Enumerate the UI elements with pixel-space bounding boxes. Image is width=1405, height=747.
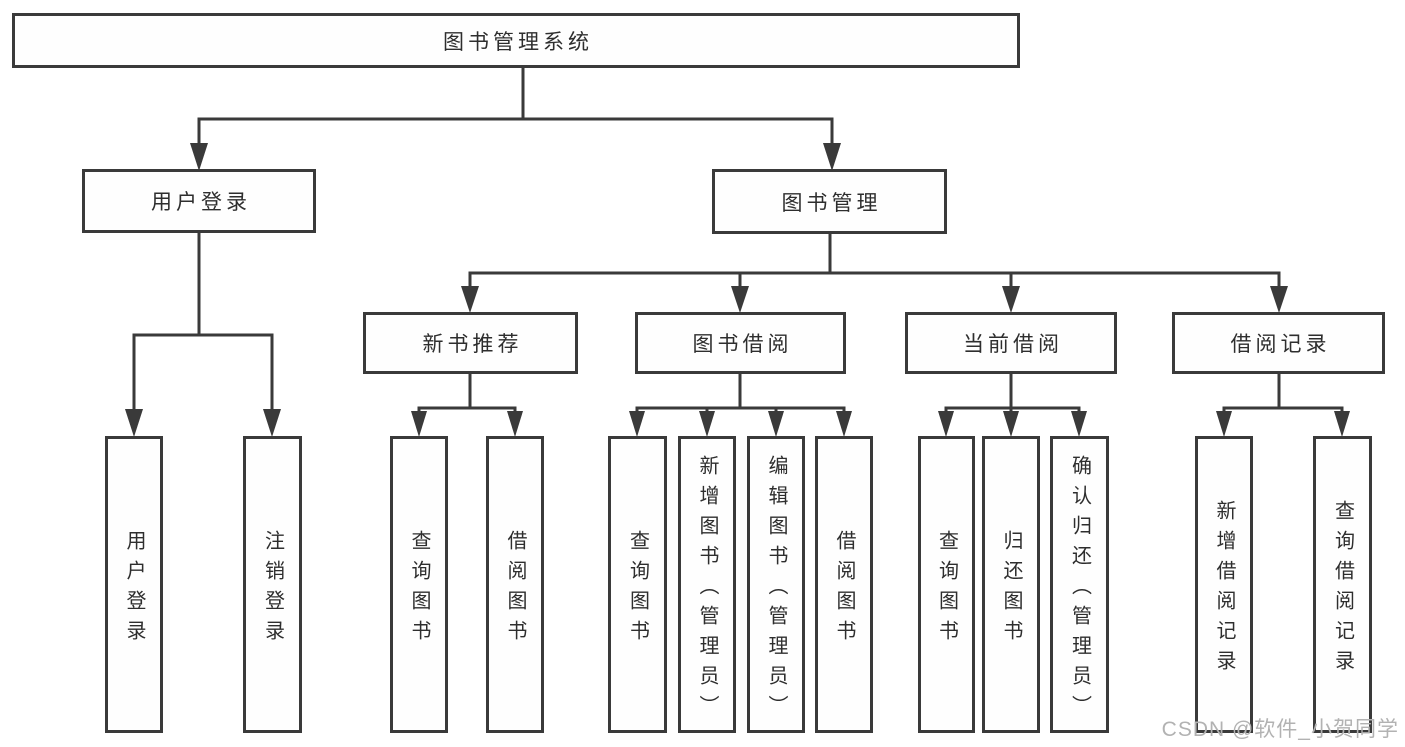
node-book-borrow-label: 图书借阅 [692,333,793,356]
node-leaf-query-books-3: 查询图书 [918,436,975,733]
node-library-system: 图书管理系统 [12,13,1020,68]
node-leaf-add-books-admin-label: 新增图书（管理员） [696,454,718,725]
node-book-management-label: 图书管理 [781,191,882,215]
connector-records-to-leaves [1216,370,1350,437]
node-borrow-records: 借阅记录 [1172,312,1385,374]
node-new-book-recommend: 新书推荐 [363,312,578,374]
connector-recommend-to-leaves [411,370,523,437]
watermark: CSDN @软件_小贺同学 [1161,718,1399,741]
node-leaf-borrow-books-2-label: 借阅图书 [833,529,855,650]
node-leaf-add-books-admin: 新增图书（管理员） [678,436,736,733]
connector-login-to-leaves [125,229,281,437]
node-leaf-logout: 注销登录 [243,436,302,733]
node-leaf-edit-books-admin: 编辑图书（管理员） [747,436,805,733]
node-leaf-return-books-label: 归还图书 [1000,529,1022,650]
node-leaf-borrow-books-2: 借阅图书 [815,436,873,733]
node-leaf-query-books-1-label: 查询图书 [408,529,430,650]
node-leaf-query-borrow-record: 查询借阅记录 [1313,436,1372,733]
node-leaf-confirm-return-admin: 确认归还（管理员） [1050,436,1109,733]
node-leaf-confirm-return-admin-label: 确认归还（管理员） [1068,454,1091,725]
node-leaf-borrow-books-1-label: 借阅图书 [504,529,526,650]
connector-management-to-level2 [461,230,1288,313]
node-user-login: 用户登录 [82,169,316,233]
node-leaf-query-books-3-label: 查询图书 [935,529,958,650]
node-leaf-add-borrow-record: 新增借阅记录 [1195,436,1253,733]
node-leaf-query-books-2-label: 查询图书 [626,529,649,650]
node-book-management: 图书管理 [712,169,947,234]
node-leaf-return-books: 归还图书 [982,436,1040,733]
node-new-book-recommend-label: 新书推荐 [422,333,523,356]
node-leaf-borrow-books-1: 借阅图书 [486,436,544,733]
node-current-borrow: 当前借阅 [905,312,1117,374]
node-leaf-logout-label: 注销登录 [261,529,284,650]
node-leaf-edit-books-admin-label: 编辑图书（管理员） [765,454,787,725]
node-library-system-label: 图书管理系统 [443,30,593,54]
node-leaf-add-borrow-record-label: 新增借阅记录 [1213,499,1235,680]
connector-current-to-leaves [938,370,1087,437]
node-book-borrow: 图书借阅 [635,312,846,374]
connector-root-to-level1 [190,64,841,171]
connector-borrow-to-leaves [629,370,852,437]
node-leaf-user-login-label: 用户登录 [123,529,145,650]
node-current-borrow-label: 当前借阅 [963,333,1063,356]
node-user-login-label: 用户登录 [151,191,251,214]
node-leaf-query-books-2: 查询图书 [608,436,667,733]
node-leaf-query-books-1: 查询图书 [390,436,448,733]
node-leaf-query-borrow-record-label: 查询借阅记录 [1331,499,1354,680]
node-leaf-user-login: 用户登录 [105,436,163,733]
node-borrow-records-label: 借阅记录 [1230,333,1331,356]
